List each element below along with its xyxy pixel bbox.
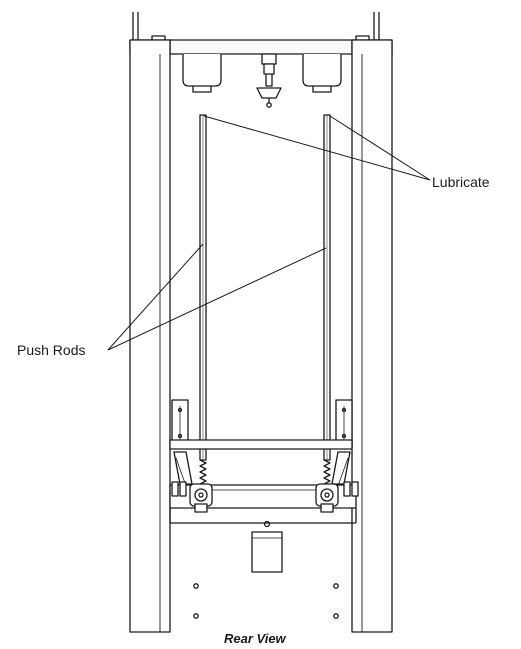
- platform: [169, 484, 357, 524]
- right-linkage: [331, 451, 351, 487]
- cross-bar: [169, 439, 353, 450]
- center-mount: [256, 53, 282, 108]
- right-spring: [323, 459, 331, 488]
- left-linkage: [173, 451, 193, 487]
- center-block: [251, 520, 283, 573]
- base-bolts: [193, 583, 339, 619]
- left-motor: [182, 54, 222, 93]
- right-push-rod: [323, 114, 331, 461]
- left-push-rod: [199, 114, 207, 461]
- side-bolts: [171, 481, 359, 497]
- lubricate-callout: Lubricate: [432, 174, 490, 190]
- lower-bracket-left: [171, 399, 189, 447]
- left-spring: [199, 459, 207, 488]
- lubricate-leaders: [203, 115, 431, 181]
- left-column: [129, 39, 171, 633]
- right-motor: [302, 54, 342, 93]
- right-caster: [315, 483, 339, 513]
- left-caster: [189, 483, 213, 513]
- push-rods-callout: Push Rods: [17, 342, 86, 358]
- figure-caption: Rear View: [224, 631, 286, 646]
- right-column: [351, 39, 393, 633]
- lower-bracket-right: [335, 399, 353, 447]
- push-rods-leaders: [107, 243, 327, 351]
- top-tubes: [132, 12, 380, 40]
